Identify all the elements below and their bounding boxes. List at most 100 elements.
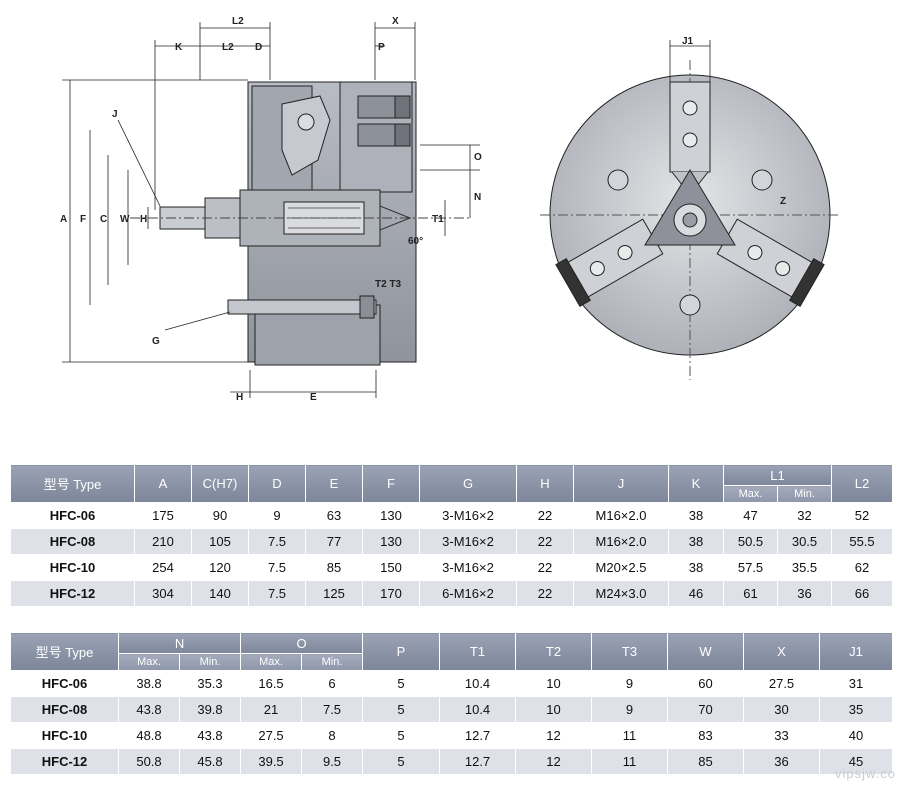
table-cell: 63 — [305, 502, 363, 529]
header-c: C(H7) — [191, 464, 249, 503]
header-n: N — [117, 632, 242, 654]
table-cell: 10 — [515, 696, 593, 723]
svg-text:H: H — [140, 214, 147, 225]
svg-text:X: X — [392, 16, 399, 27]
header-t3: T3 — [591, 632, 669, 671]
svg-text:L2: L2 — [222, 42, 234, 53]
table-cell: 45.8 — [178, 748, 242, 775]
model-cell: HFC-06 — [10, 502, 135, 529]
table-cell: 5 — [362, 748, 441, 775]
table-cell: 38 — [668, 554, 724, 581]
table-cell: 60 — [667, 670, 745, 697]
svg-text:60°: 60° — [408, 236, 423, 247]
header-w: W — [667, 632, 745, 671]
table-row: HFC-08 210 105 7.5 77 130 3-M16×2 22 M16… — [10, 528, 893, 555]
table-cell: 5 — [362, 722, 441, 749]
table-cell: 3-M16×2 — [419, 502, 517, 529]
svg-text:H: H — [236, 392, 243, 403]
header-l2: L2 — [831, 464, 893, 503]
model-cell: HFC-12 — [10, 748, 119, 775]
side-section-view — [130, 81, 470, 366]
table-cell: 3-M16×2 — [419, 554, 517, 581]
table-cell: 30 — [743, 696, 821, 723]
table-cell: 70 — [667, 696, 745, 723]
table-cell: 9 — [591, 670, 669, 697]
table-cell: 140 — [191, 580, 249, 607]
table-cell: 254 — [134, 554, 192, 581]
table-cell: 38.8 — [118, 670, 180, 697]
table-cell: 36 — [743, 748, 821, 775]
spec-table-2: 型号 Type N O P T1 T2 T3 W X J1 Max. Min. … — [10, 632, 894, 775]
table-cell: 31 — [819, 670, 894, 697]
header-g: G — [419, 464, 517, 503]
table-cell: 210 — [134, 528, 192, 555]
header-k: K — [668, 464, 724, 503]
header-o-max: Max. — [240, 653, 303, 671]
dimension-labels: L2 X K L2 D P J A F C W H O N T1 60° T2 … — [60, 16, 482, 403]
model-cell: HFC-10 — [10, 554, 135, 581]
header-type: 型号 Type — [10, 464, 135, 503]
table-cell: 55.5 — [831, 528, 893, 555]
table-cell: M16×2.0 — [573, 528, 669, 555]
table-cell: 48.8 — [118, 722, 180, 749]
table-cell: 83 — [667, 722, 745, 749]
jaw-top — [669, 81, 711, 173]
table-cell: 150 — [362, 554, 420, 581]
table-cell: 8 — [301, 722, 364, 749]
svg-text:C: C — [100, 214, 107, 225]
table-row: HFC-10 48.8 43.8 27.5 8 5 12.7 12 11 83 … — [10, 722, 894, 749]
table-cell: 11 — [591, 748, 669, 775]
model-cell: HFC-12 — [10, 580, 135, 607]
table-cell: 7.5 — [248, 580, 306, 607]
table-cell: 9 — [248, 502, 306, 529]
table-cell: 27.5 — [743, 670, 821, 697]
table-cell: 85 — [305, 554, 363, 581]
svg-text:A: A — [60, 214, 67, 225]
table-cell: 39.5 — [240, 748, 303, 775]
table-cell: 5 — [362, 670, 441, 697]
table-cell: 130 — [362, 502, 420, 529]
table-cell: 85 — [667, 748, 745, 775]
table-cell: 22 — [516, 554, 574, 581]
svg-text:J: J — [112, 109, 118, 120]
table-cell: 9.5 — [301, 748, 364, 775]
table-cell: M16×2.0 — [573, 502, 669, 529]
label-z: Z — [780, 196, 786, 207]
front-view — [540, 40, 840, 380]
table-row: HFC-06 175 90 9 63 130 3-M16×2 22 M16×2.… — [10, 502, 893, 529]
table-cell: 10.4 — [439, 696, 517, 723]
svg-text:G: G — [152, 336, 160, 347]
table-cell: 175 — [134, 502, 192, 529]
header-l1-min: Min. — [777, 485, 832, 503]
model-cell: HFC-06 — [10, 670, 119, 697]
header-e: E — [305, 464, 363, 503]
svg-text:O: O — [474, 152, 482, 163]
table-row: HFC-06 38.8 35.3 16.5 6 5 10.4 10 9 60 2… — [10, 670, 894, 697]
header-o: O — [240, 632, 364, 654]
table-cell: 22 — [516, 580, 574, 607]
header-d: D — [248, 464, 306, 503]
table-cell: 7.5 — [248, 554, 306, 581]
table-cell: 6 — [301, 670, 364, 697]
header-t2: T2 — [515, 632, 593, 671]
table-cell: 90 — [191, 502, 249, 529]
table-cell: 10.4 — [439, 670, 517, 697]
header-x: X — [743, 632, 821, 671]
svg-text:T2 T3: T2 T3 — [375, 279, 402, 290]
table-cell: 35.3 — [178, 670, 242, 697]
table-cell: M24×3.0 — [573, 580, 669, 607]
table-cell: 62 — [831, 554, 893, 581]
table-cell: 50.5 — [723, 528, 778, 555]
header-h: H — [516, 464, 574, 503]
table-cell: 125 — [305, 580, 363, 607]
svg-text:P: P — [378, 42, 385, 53]
watermark: vipsjw.co — [834, 766, 896, 781]
table-cell: 46 — [668, 580, 724, 607]
header-p: P — [362, 632, 441, 671]
svg-text:E: E — [310, 392, 317, 403]
table-row: HFC-12 304 140 7.5 125 170 6-M16×2 22 M2… — [10, 580, 893, 607]
header-n-max: Max. — [118, 653, 180, 671]
table-cell: 77 — [305, 528, 363, 555]
table-cell: 66 — [831, 580, 893, 607]
table-cell: 22 — [516, 528, 574, 555]
